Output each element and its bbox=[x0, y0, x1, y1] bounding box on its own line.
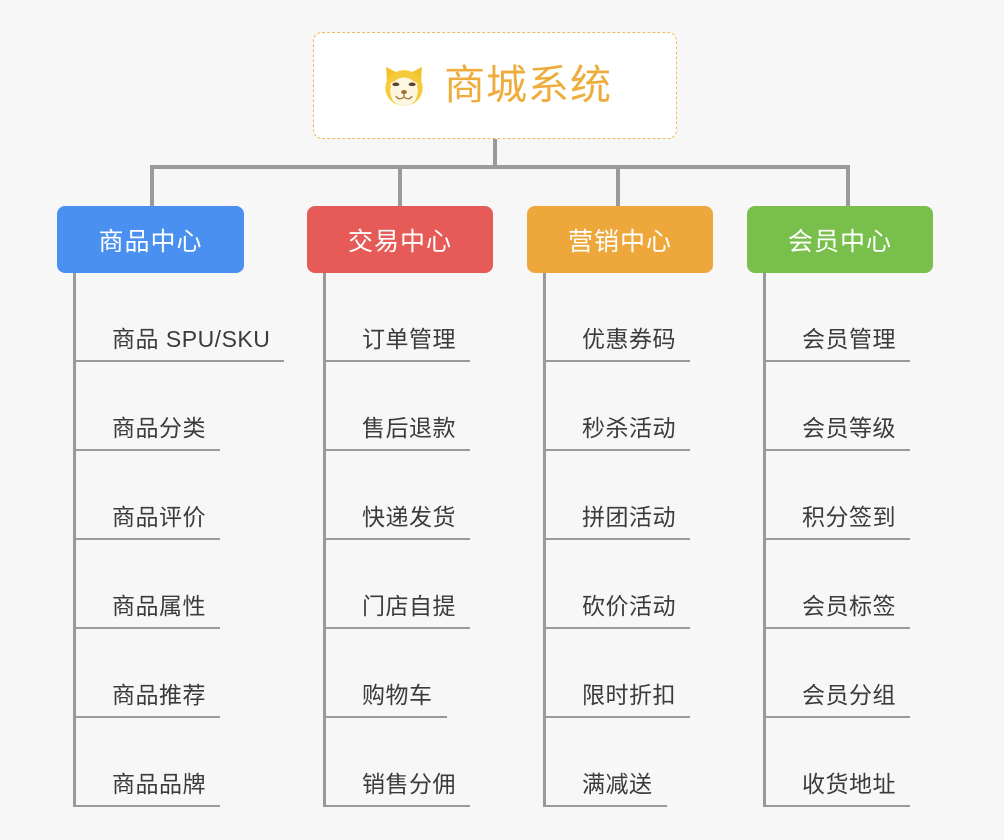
leaf-label: 商品 SPU/SKU bbox=[76, 326, 285, 362]
leaf-item[interactable]: 会员管理 bbox=[766, 273, 967, 362]
leaf-item[interactable]: 会员标签 bbox=[766, 540, 967, 629]
branch-column-3: 营销中心 优惠券码 秒杀活动 拼团活动 砍价活动 限时折扣 满减送 bbox=[527, 206, 747, 807]
leaf-label: 优惠券码 bbox=[546, 326, 690, 362]
leaf-label: 商品推荐 bbox=[76, 682, 220, 718]
leaf-list-3: 优惠券码 秒杀活动 拼团活动 砍价活动 限时折扣 满减送 bbox=[543, 273, 747, 807]
leaf-label: 满减送 bbox=[546, 771, 667, 807]
leaf-label: 会员标签 bbox=[766, 593, 910, 629]
leaf-item[interactable]: 优惠券码 bbox=[546, 273, 747, 362]
leaf-list-2: 订单管理 售后退款 快递发货 门店自提 购物车 销售分佣 bbox=[323, 273, 532, 807]
leaf-label: 限时折扣 bbox=[546, 682, 690, 718]
leaf-item[interactable]: 满减送 bbox=[546, 718, 747, 807]
leaf-label: 订单管理 bbox=[326, 326, 470, 362]
leaf-label: 会员分组 bbox=[766, 682, 910, 718]
leaf-item[interactable]: 砍价活动 bbox=[546, 540, 747, 629]
leaf-item[interactable]: 限时折扣 bbox=[546, 629, 747, 718]
leaf-item[interactable]: 秒杀活动 bbox=[546, 362, 747, 451]
leaf-label: 拼团活动 bbox=[546, 504, 690, 540]
root-node[interactable]: 商城系统 bbox=[313, 32, 677, 139]
leaf-label: 商品属性 bbox=[76, 593, 220, 629]
leaf-item[interactable]: 收货地址 bbox=[766, 718, 967, 807]
leaf-item[interactable]: 门店自提 bbox=[326, 540, 532, 629]
connector-horizontal-bus bbox=[150, 165, 850, 169]
leaf-label: 砍价活动 bbox=[546, 593, 690, 629]
root-title: 商城系统 bbox=[444, 62, 612, 108]
leaf-label: 商品品牌 bbox=[76, 771, 220, 807]
branch-column-1: 商品中心 商品 SPU/SKU 商品分类 商品评价 商品属性 商品推荐 商品品牌 bbox=[57, 206, 287, 807]
leaf-label: 门店自提 bbox=[326, 593, 470, 629]
leaf-list-1: 商品 SPU/SKU 商品分类 商品评价 商品属性 商品推荐 商品品牌 bbox=[73, 273, 287, 807]
leaf-item[interactable]: 会员等级 bbox=[766, 362, 967, 451]
category-box-4[interactable]: 会员中心 bbox=[747, 206, 933, 273]
leaf-label: 购物车 bbox=[326, 682, 447, 718]
leaf-item[interactable]: 商品分类 bbox=[76, 362, 287, 451]
leaf-item[interactable]: 会员分组 bbox=[766, 629, 967, 718]
branch-column-4: 会员中心 会员管理 会员等级 积分签到 会员标签 会员分组 收货地址 bbox=[747, 206, 967, 807]
category-label-1: 商品中心 bbox=[98, 227, 203, 256]
dog-face-icon bbox=[378, 62, 430, 114]
leaf-list-4: 会员管理 会员等级 积分签到 会员标签 会员分组 收货地址 bbox=[763, 273, 967, 807]
leaf-item[interactable]: 商品 SPU/SKU bbox=[76, 273, 287, 362]
leaf-item[interactable]: 商品推荐 bbox=[76, 629, 287, 718]
leaf-item[interactable]: 购物车 bbox=[326, 629, 532, 718]
leaf-item[interactable]: 拼团活动 bbox=[546, 451, 747, 540]
leaf-item[interactable]: 商品评价 bbox=[76, 451, 287, 540]
category-label-3: 营销中心 bbox=[567, 227, 672, 256]
category-label-2: 交易中心 bbox=[347, 227, 452, 256]
leaf-label: 快递发货 bbox=[326, 504, 470, 540]
leaf-label: 收货地址 bbox=[766, 771, 910, 807]
category-label-4: 会员中心 bbox=[787, 227, 892, 256]
connector-drop-1 bbox=[150, 165, 154, 207]
leaf-label: 商品分类 bbox=[76, 415, 220, 451]
leaf-item[interactable]: 订单管理 bbox=[326, 273, 532, 362]
leaf-item[interactable]: 销售分佣 bbox=[326, 718, 532, 807]
category-box-1[interactable]: 商品中心 bbox=[57, 206, 244, 273]
leaf-item[interactable]: 积分签到 bbox=[766, 451, 967, 540]
leaf-item[interactable]: 商品属性 bbox=[76, 540, 287, 629]
branch-column-2: 交易中心 订单管理 售后退款 快递发货 门店自提 购物车 销售分佣 bbox=[307, 206, 532, 807]
connector-drop-4 bbox=[846, 165, 850, 207]
leaf-label: 销售分佣 bbox=[326, 771, 470, 807]
leaf-label: 秒杀活动 bbox=[546, 415, 690, 451]
leaf-label: 积分签到 bbox=[766, 504, 910, 540]
connector-drop-2 bbox=[398, 165, 402, 207]
category-box-2[interactable]: 交易中心 bbox=[307, 206, 493, 273]
leaf-label: 会员管理 bbox=[766, 326, 910, 362]
connector-drop-3 bbox=[616, 165, 620, 207]
leaf-item[interactable]: 售后退款 bbox=[326, 362, 532, 451]
category-box-3[interactable]: 营销中心 bbox=[527, 206, 713, 273]
leaf-item[interactable]: 商品品牌 bbox=[76, 718, 287, 807]
leaf-label: 售后退款 bbox=[326, 415, 470, 451]
leaf-item[interactable]: 快递发货 bbox=[326, 451, 532, 540]
connector-root-stem bbox=[493, 139, 497, 167]
leaf-label: 会员等级 bbox=[766, 415, 910, 451]
leaf-label: 商品评价 bbox=[76, 504, 220, 540]
